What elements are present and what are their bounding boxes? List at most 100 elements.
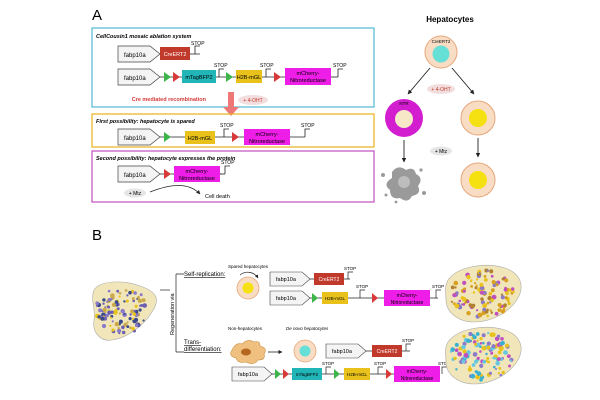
mcherry-label-line2: Nitroreductase <box>179 176 215 182</box>
spared-nucleus <box>469 109 487 127</box>
liver-cell-dot <box>483 278 488 282</box>
liver-cell-dot <box>118 332 121 335</box>
hepatocytes-diagram: Hepatocytes CreERT2 + 4-OHT NTR + Mtz <box>381 15 496 204</box>
liver-cell-dot <box>105 313 109 318</box>
mcherry-label-line2: Nitroreductase <box>249 139 285 145</box>
liver-cell-dot <box>479 350 482 353</box>
liver-cell-dot <box>113 310 118 315</box>
creert2-label: CreERT2 <box>164 52 187 58</box>
liver-cell-dot <box>137 298 142 303</box>
liver-cell-dot <box>482 290 487 295</box>
stop-label: STOP <box>220 123 234 129</box>
liver-cell-dot <box>466 274 471 280</box>
self-rep-construct-1: fabp10a CreERT2 STOP <box>269 266 356 287</box>
stop-label: STOP <box>260 63 274 69</box>
liver-cell-dot <box>450 347 455 351</box>
liver-cell-dot <box>501 277 505 281</box>
liver-cell-dot <box>122 330 126 335</box>
ntr-nucleus <box>395 110 413 128</box>
liver-cell-dot <box>500 340 505 346</box>
liver-cell-dot <box>492 283 497 288</box>
liver-cell-dot <box>454 303 460 309</box>
liver-cell-dot <box>474 286 478 290</box>
liver-cell-dot <box>491 280 496 285</box>
stop-label: STOP <box>221 160 235 166</box>
liver-cell-dot <box>450 300 453 303</box>
liver-cell-dot <box>489 301 492 304</box>
liver-cell-dot <box>118 312 121 315</box>
liver-cell-dot <box>496 334 501 338</box>
liver-cell-dot <box>499 373 503 377</box>
stop-label: STOP <box>402 338 414 343</box>
liver-cell-dot <box>121 325 125 330</box>
liver-cell-dot <box>137 296 140 299</box>
non-hepatocytes-label: Non-hepatocytes <box>228 326 263 331</box>
creert2-cell-label: CreERT2 <box>432 39 451 44</box>
liver-cell-dot <box>462 289 466 293</box>
liver-cell-dot <box>487 360 490 364</box>
stop-label: STOP <box>333 63 347 69</box>
liver-cell-dot <box>470 373 476 379</box>
h2bmgl-label: H2B-mGL <box>325 296 346 301</box>
liver-cell-dot <box>141 298 146 303</box>
mcherry-label-line1: mCherry- <box>407 369 428 375</box>
liver-cell-dot <box>479 378 483 382</box>
fabp10a-label: fabp10a <box>124 136 146 142</box>
liver-cell-dot <box>462 334 466 338</box>
liver-cell-dot <box>111 320 114 323</box>
mcherry-label-line2: Nitroreductase <box>401 376 434 382</box>
liver-cell-dot <box>493 365 496 369</box>
liver-cell-dot <box>470 285 473 288</box>
liver-cell-dot <box>476 356 480 360</box>
hepatocytes-title: Hepatocytes <box>426 15 474 24</box>
liver-cell-dot <box>124 289 128 292</box>
liver-cell-dot <box>476 339 479 342</box>
liver-cell-dot <box>468 331 473 337</box>
liver-cell-dot <box>490 351 494 355</box>
liver-cell-dot <box>486 308 489 312</box>
liver-cell-dot <box>482 341 485 345</box>
fabp10a-label: fabp10a <box>238 372 259 378</box>
liver-cell-dot <box>466 300 470 304</box>
mcherry-label-line2: Nitroreductase <box>290 78 326 84</box>
liver-cell-dot <box>132 299 135 303</box>
mcherry-label-line1: mCherry- <box>256 132 279 138</box>
liver-cell-dot <box>454 342 459 347</box>
liver-cell-dot <box>479 342 483 345</box>
promoter-arrow <box>117 68 161 86</box>
liver-cell-dot <box>483 275 487 278</box>
promoter-arrow <box>117 45 161 63</box>
liver-cell-dot <box>102 307 107 312</box>
liver-cell-dot <box>505 343 509 348</box>
stop-label: STOP <box>356 284 368 289</box>
liver-cell-dot <box>102 315 105 318</box>
liver-cell-dot <box>98 308 103 313</box>
nucleus-blue <box>432 45 450 63</box>
liver-cell-dot <box>134 323 139 328</box>
liver-cell-dot <box>126 321 129 324</box>
liver-cell-dot <box>478 269 481 272</box>
liver-cell-dot <box>504 278 509 283</box>
liver-cell-dot <box>491 344 496 349</box>
liver-cell-dot <box>476 371 482 376</box>
liver-cell-dot <box>95 301 100 306</box>
stop-label: STOP <box>344 266 356 271</box>
liver-cell-dot <box>123 300 126 303</box>
liver-cell-dot <box>125 299 129 303</box>
oht-label: + 4-OHT <box>243 98 262 104</box>
liver-cell-dot <box>107 298 111 302</box>
liver-cell-dot <box>142 303 147 308</box>
loxp-green <box>226 72 233 82</box>
liver-cell-dot <box>463 352 469 358</box>
liver-cell-dot <box>486 345 491 350</box>
mtagbfp2-label: mTagBFP2 <box>296 372 319 377</box>
liver-cell-dot <box>462 280 467 285</box>
liver-cell-dot <box>470 279 473 282</box>
liver-cell-dot <box>461 359 466 364</box>
liver-cell-dot <box>486 301 490 305</box>
liver-cell-dot <box>498 346 504 351</box>
liver-cell-dot <box>505 291 509 296</box>
liver-cell-dot <box>107 310 112 315</box>
liver-cell-dot <box>117 326 120 330</box>
liver-cell-dot <box>472 335 477 340</box>
